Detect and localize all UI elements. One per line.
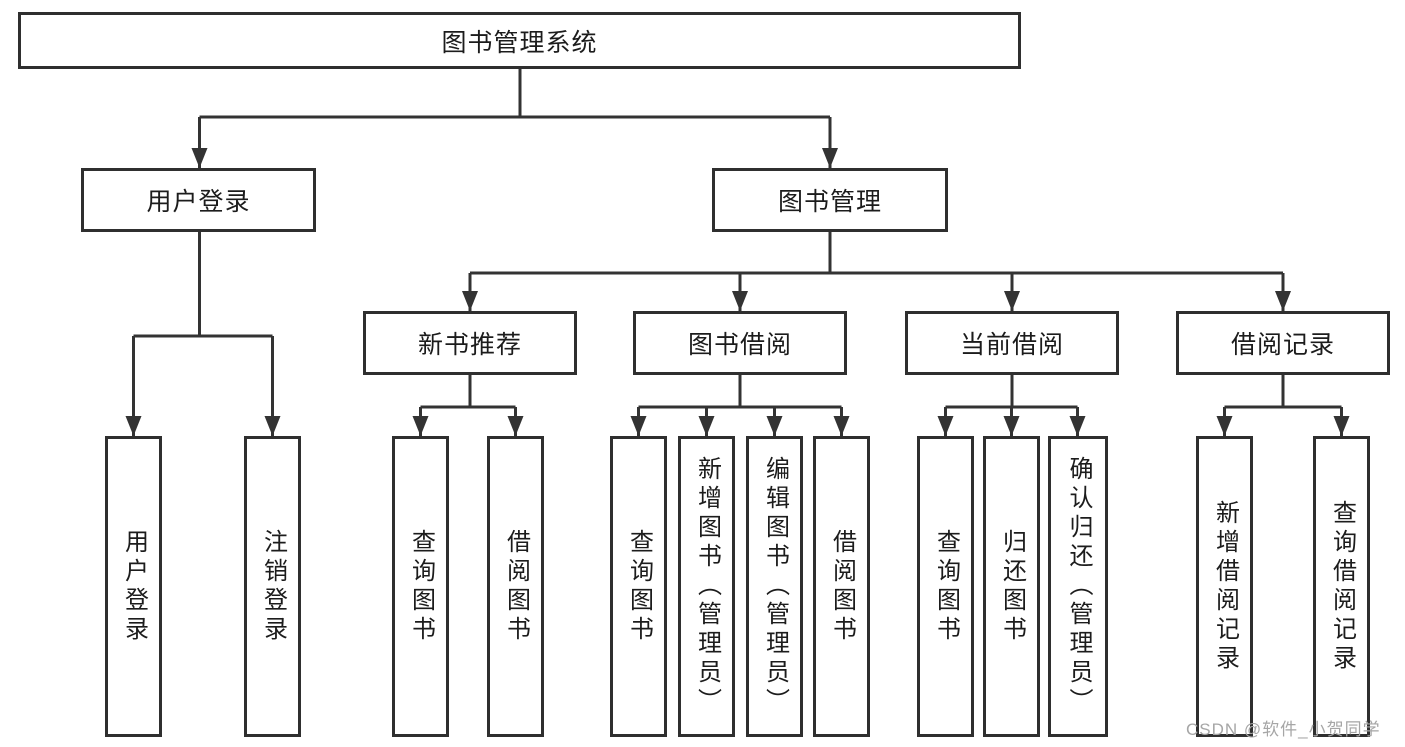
leaf-user-login: 用户登录	[105, 436, 162, 737]
node-root-system: 图书管理系统	[18, 12, 1021, 69]
node-label: 当前借阅	[959, 331, 1064, 359]
node-label: 图书管理	[777, 188, 882, 216]
node-book-borrowing: 图书借阅	[633, 311, 847, 375]
leaf-confirm-return-admin: 确认归还（管理员）	[1048, 436, 1108, 737]
leaf-query-books-borrow: 查询图书	[610, 436, 667, 737]
leaf-add-book-admin: 新增图书（管理员）	[678, 436, 735, 737]
node-label: 编辑图书（管理员）	[761, 456, 789, 717]
node-label: 新书推荐	[417, 331, 522, 359]
node-user-login: 用户登录	[81, 168, 316, 232]
node-label: 查询借阅记录	[1328, 499, 1356, 674]
node-book-management: 图书管理	[712, 168, 948, 232]
node-label: 借阅记录	[1230, 331, 1335, 359]
node-label: 图书借阅	[687, 331, 792, 359]
leaf-edit-book-admin: 编辑图书（管理员）	[746, 436, 803, 737]
node-current-borrowing: 当前借阅	[905, 311, 1119, 375]
csdn-watermark: CSDN @软件_小贺同学	[1186, 720, 1381, 739]
node-label: 用户登录	[146, 188, 251, 216]
node-label: 新增图书（管理员）	[693, 456, 721, 717]
leaf-borrow-books-borrow: 借阅图书	[813, 436, 870, 737]
node-label: 注销登录	[259, 528, 287, 645]
leaf-query-books-current: 查询图书	[917, 436, 974, 737]
leaf-query-borrow-record: 查询借阅记录	[1313, 436, 1370, 737]
leaf-query-books-recommend: 查询图书	[392, 436, 449, 737]
leaf-borrow-books-recommend: 借阅图书	[487, 436, 544, 737]
node-label: 确认归还（管理员）	[1065, 456, 1092, 717]
node-label: 新增借阅记录	[1211, 499, 1239, 674]
node-label: 借阅图书	[828, 528, 856, 645]
node-label: 查询图书	[407, 528, 435, 645]
node-label: 查询图书	[932, 528, 960, 645]
branch-segments	[133, 69, 1342, 409]
node-label: 用户登录	[120, 528, 148, 645]
leaf-return-book: 归还图书	[983, 436, 1040, 737]
node-borrow-records: 借阅记录	[1176, 311, 1390, 375]
node-label: 图书管理系统	[441, 28, 598, 57]
node-label: 归还图书	[998, 528, 1026, 645]
node-label: 借阅图书	[502, 528, 530, 645]
leaf-logout: 注销登录	[244, 436, 301, 737]
leaf-add-borrow-record: 新增借阅记录	[1196, 436, 1253, 737]
node-label: 查询图书	[625, 528, 653, 645]
node-new-book-recommend: 新书推荐	[363, 311, 577, 375]
arrowheads	[125, 117, 1350, 436]
